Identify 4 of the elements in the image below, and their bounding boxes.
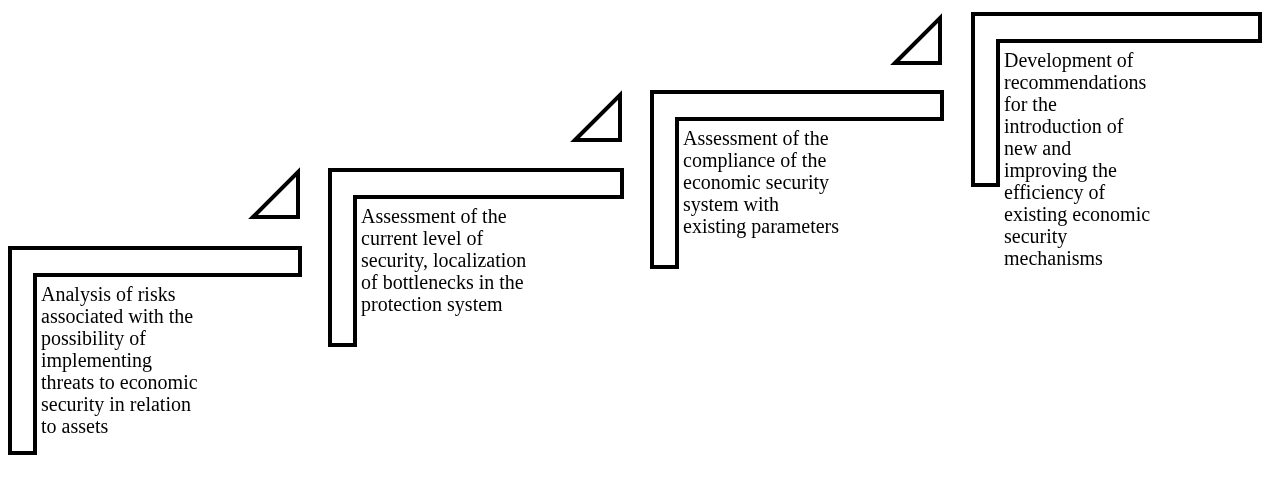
step-text: Analysis of risks associated with the possibility of implementing threats to economic security in relation to assets xyxy=(41,283,199,437)
step-text: Assessment of the current level of security, localization of bottlenecks in the protection system xyxy=(361,205,527,315)
step-text: Development of recommendations for the introduction of new and improving the efficiency of existing economic security mechanisms xyxy=(1004,49,1152,269)
step-text: Assessment of the compliance of the economic security system with existing parameters xyxy=(683,127,841,237)
